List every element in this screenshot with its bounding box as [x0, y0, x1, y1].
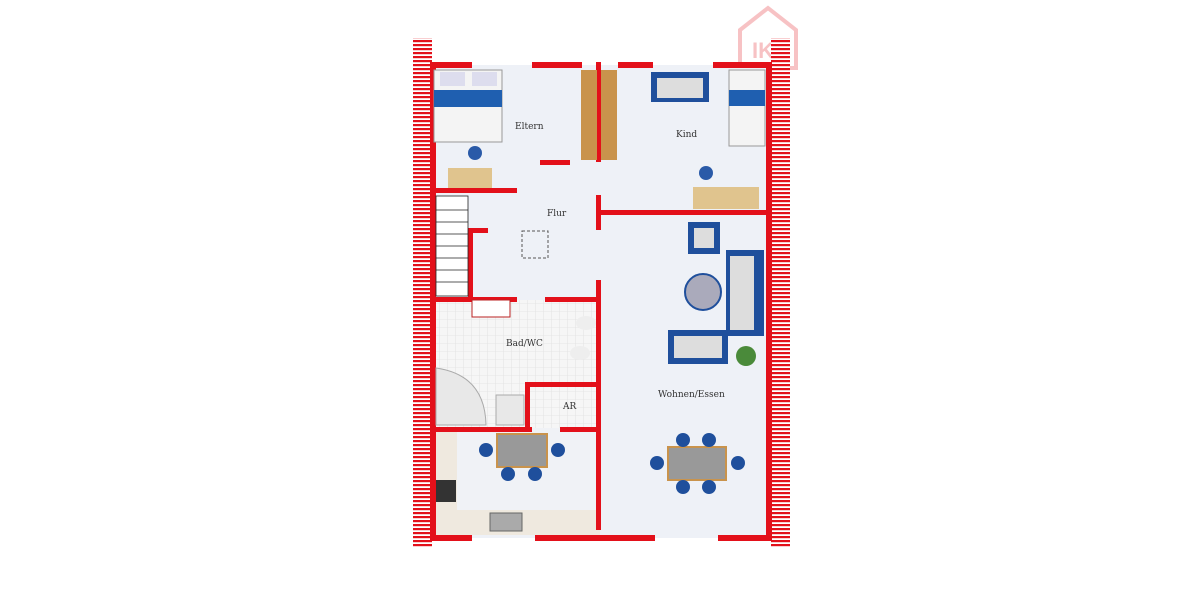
sink — [489, 512, 523, 532]
svg-text:IK: IK — [752, 38, 774, 63]
stove — [436, 480, 456, 502]
single-bed — [728, 69, 766, 147]
shower — [495, 394, 525, 426]
room-label-eltern: Eltern — [515, 122, 544, 132]
washbasin — [471, 299, 511, 318]
sofa — [726, 250, 764, 336]
wardrobe — [601, 70, 617, 160]
coffee-table — [684, 273, 722, 311]
kitchen-counter — [457, 510, 600, 535]
staircase — [435, 195, 469, 297]
roof-edge-left — [413, 38, 432, 548]
desk — [448, 146, 492, 188]
toilet — [570, 346, 590, 360]
double-bed — [433, 69, 503, 143]
sofa — [651, 72, 709, 102]
room-label-wohnen-essen: Wohnen/Essen — [658, 390, 725, 400]
roof-edge-right — [771, 38, 790, 548]
armchair — [668, 330, 728, 364]
skylight — [521, 230, 549, 259]
house-logo-watermark: IK — [738, 5, 798, 70]
room-label-kind: Kind — [676, 130, 697, 140]
dining-table — [479, 433, 565, 481]
room-label-flur: Flur — [547, 209, 567, 219]
room-label-bad-wc: Bad/WC — [506, 339, 543, 349]
desk — [693, 166, 759, 209]
plant-icon — [736, 346, 756, 366]
armchair — [688, 222, 720, 254]
dining-table — [650, 433, 745, 494]
wardrobe — [581, 70, 597, 160]
walls — [430, 62, 772, 541]
bathtub — [435, 367, 487, 426]
room-label-ar: AR — [562, 402, 576, 412]
toilet — [576, 316, 596, 330]
